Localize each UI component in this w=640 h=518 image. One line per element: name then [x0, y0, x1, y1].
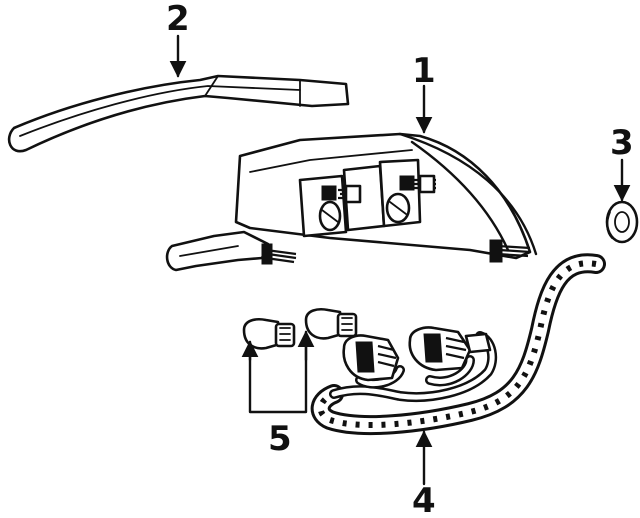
leader-lines	[169, 34, 631, 486]
callout-1: 1	[412, 51, 436, 91]
socket-connector-b	[408, 326, 472, 372]
tail-lamp-assembly	[165, 132, 538, 272]
bulb-right	[304, 308, 358, 340]
callout-2: 2	[166, 0, 190, 39]
bulb-left	[242, 318, 296, 350]
callout-5: 5	[268, 419, 292, 459]
leader-5-bracket	[248, 340, 308, 414]
socket-connector-a	[342, 334, 400, 382]
callout-4: 4	[412, 481, 436, 518]
socket-studs	[261, 174, 531, 265]
callout-3: 3	[610, 123, 634, 163]
wiring-harness	[310, 253, 606, 436]
grommet-nut	[605, 200, 639, 244]
bulbs	[242, 308, 358, 350]
trim-molding	[7, 74, 350, 153]
